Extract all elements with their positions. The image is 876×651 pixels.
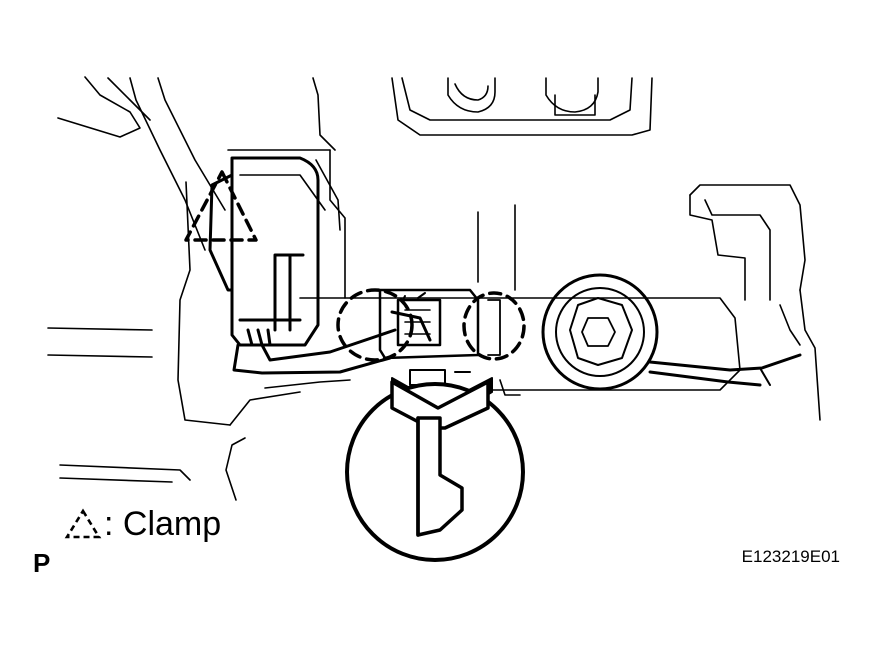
clamp-marker-circle-2 — [462, 291, 526, 361]
detail-arrow — [390, 380, 490, 430]
connector-housing — [208, 156, 320, 347]
socket-assembly — [541, 273, 802, 391]
legend: : Clamp — [64, 503, 221, 545]
dashed-triangle-clamp-icon — [64, 508, 102, 539]
legend-label: : Clamp — [104, 505, 222, 543]
small-clamp-parts — [409, 369, 471, 386]
clamp-markers — [184, 170, 526, 362]
view-letter: P — [33, 548, 51, 578]
wire-harness — [232, 310, 432, 375]
clamp-marker-circle-1 — [336, 288, 414, 362]
body-panel-outlines — [47, 76, 821, 501]
clamp-bracket — [378, 288, 501, 360]
figure-code: E123219E01 — [741, 547, 840, 566]
clamp-marker-triangle — [184, 170, 258, 242]
detail-view — [345, 377, 525, 562]
detail-clip-shape — [416, 416, 464, 537]
